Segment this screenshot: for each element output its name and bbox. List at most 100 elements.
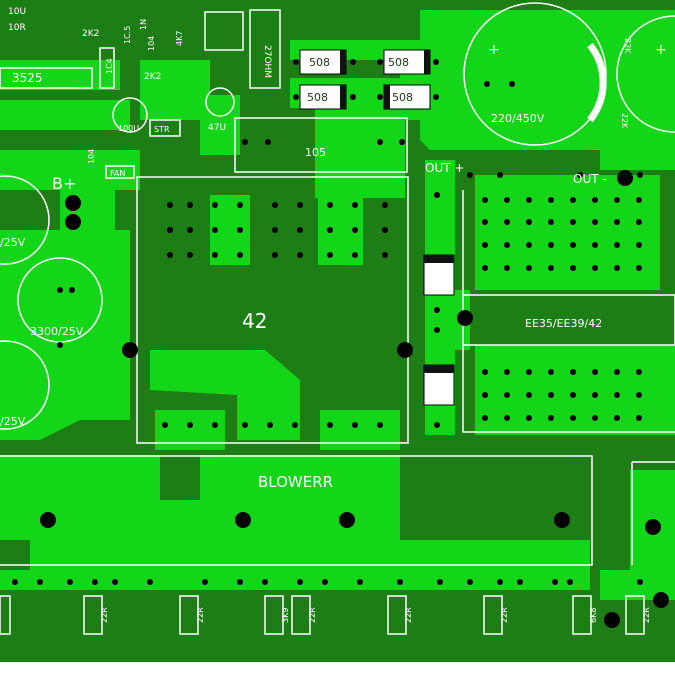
- pot-27ohm-outline: [249, 9, 281, 89]
- drill-hole: [377, 139, 383, 145]
- output-diodes: [423, 254, 455, 406]
- label-r22k-a: 22K: [623, 38, 632, 54]
- drill-hole: [352, 252, 358, 258]
- label-cap-plus-a: +: [488, 42, 500, 58]
- cap-1c4-outline: [99, 47, 115, 89]
- drill-hole: [636, 265, 642, 271]
- label-transformer-right: EE35/EE39/42: [525, 317, 602, 330]
- label-d508-1: 508: [309, 56, 330, 69]
- label-r22r-3: 22R: [308, 607, 317, 623]
- drill-hole: [548, 369, 554, 375]
- drill-hole: [112, 579, 118, 585]
- heatsink-outline: [0, 455, 593, 566]
- drill-hole: [548, 415, 554, 421]
- drill-hole: [592, 265, 598, 271]
- drill-hole: [293, 59, 299, 65]
- drill-hole: [237, 252, 243, 258]
- drill-hole: [377, 94, 383, 100]
- cap-47u-outline: [205, 87, 235, 117]
- label-c1n: 1N: [139, 19, 148, 30]
- drill-hole: [504, 242, 510, 248]
- mounting-hole: [617, 170, 633, 186]
- drill-hole: [570, 415, 576, 421]
- drill-hole: [265, 139, 271, 145]
- drill-hole: [327, 202, 333, 208]
- drill-hole: [382, 252, 388, 258]
- drill-hole: [434, 192, 440, 198]
- drill-hole: [482, 265, 488, 271]
- label-out-plus: OUT +: [425, 161, 464, 175]
- mounting-hole: [397, 342, 413, 358]
- drill-hole: [237, 579, 243, 585]
- drill-hole: [504, 197, 510, 203]
- transformer-right-outline: [462, 190, 675, 433]
- drill-hole: [212, 202, 218, 208]
- mounting-hole: [554, 512, 570, 528]
- drill-hole: [92, 579, 98, 585]
- drill-hole: [637, 579, 643, 585]
- drill-hole: [399, 139, 405, 145]
- drill-hole: [187, 202, 193, 208]
- label-c1c4: 1C4: [105, 58, 114, 74]
- drill-hole: [614, 197, 620, 203]
- drill-hole: [614, 265, 620, 271]
- cap-25v-a-outline: [0, 175, 50, 265]
- label-r22r-2: 22R: [196, 607, 205, 623]
- drill-hole: [482, 242, 488, 248]
- drill-hole: [504, 369, 510, 375]
- label-r22r-1: 22R: [100, 607, 109, 623]
- drill-hole: [570, 242, 576, 248]
- drill-hole: [297, 227, 303, 233]
- drill-hole: [272, 252, 278, 258]
- drill-hole: [570, 369, 576, 375]
- mounting-hole: [65, 214, 81, 230]
- drill-hole: [57, 342, 63, 348]
- transformer-left-outline: [136, 176, 409, 444]
- drill-hole: [350, 94, 356, 100]
- drill-hole: [352, 202, 358, 208]
- drill-hole: [167, 227, 173, 233]
- drill-hole: [69, 287, 75, 293]
- label-d508-3: 508: [307, 91, 328, 104]
- label-r3k9: 3K9: [281, 608, 290, 623]
- label-r10u: 10U: [8, 7, 26, 17]
- drill-hole: [352, 227, 358, 233]
- drill-hole: [482, 392, 488, 398]
- drill-hole: [526, 219, 532, 225]
- mounting-hole: [40, 512, 56, 528]
- label-r22r-6: 22R: [642, 607, 651, 623]
- drill-hole: [526, 415, 532, 421]
- label-cap-25v-b: /25V: [0, 415, 26, 428]
- label-ic-3525: 3525: [12, 71, 43, 85]
- label-c1c-5: 1C.5: [123, 26, 132, 44]
- drill-hole: [237, 227, 243, 233]
- drill-hole: [592, 392, 598, 398]
- drill-hole: [482, 415, 488, 421]
- drill-hole: [322, 579, 328, 585]
- drill-hole: [636, 415, 642, 421]
- label-fan: FAN: [110, 169, 125, 178]
- drill-hole: [592, 197, 598, 203]
- label-r6k8: 6K8: [589, 608, 598, 623]
- label-b-plus: B+: [52, 174, 76, 193]
- drill-hole: [548, 392, 554, 398]
- drill-hole: [548, 265, 554, 271]
- drill-hole: [504, 415, 510, 421]
- drill-hole: [526, 369, 532, 375]
- drill-hole: [504, 392, 510, 398]
- label-r22r-5: 22R: [500, 607, 509, 623]
- fan-outline: [105, 165, 135, 179]
- label-c104-a: 104: [147, 36, 156, 51]
- drill-hole: [202, 579, 208, 585]
- drill-hole: [242, 422, 248, 428]
- drill-hole: [377, 422, 383, 428]
- mounting-hole: [122, 342, 138, 358]
- drill-hole: [497, 579, 503, 585]
- mounting-hole: [339, 512, 355, 528]
- label-d508-4: 508: [392, 91, 413, 104]
- drill-hole: [548, 242, 554, 248]
- drill-hole: [467, 172, 473, 178]
- drill-hole: [526, 265, 532, 271]
- label-cap-220-450: 220/450V: [491, 112, 545, 125]
- drill-hole: [350, 59, 356, 65]
